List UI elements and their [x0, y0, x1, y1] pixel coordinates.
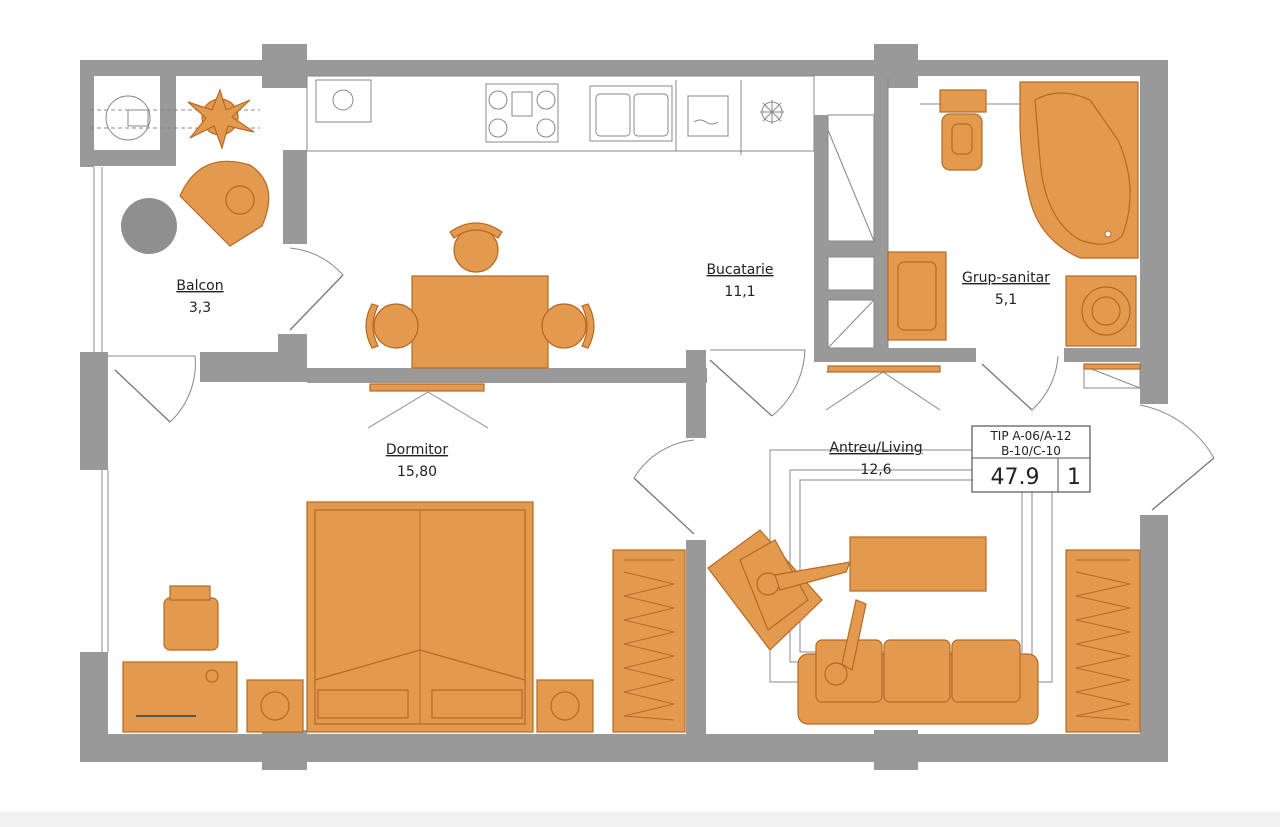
- doors: [108, 349, 1215, 535]
- bathtub-icon: [1019, 81, 1139, 259]
- room-area-dormitor: 15,80: [397, 464, 437, 480]
- room-name-dormitor: Dormitor: [386, 442, 448, 458]
- sofa-icon: [797, 639, 1039, 725]
- coffee-table-icon: [849, 536, 987, 592]
- round-table-icon: [121, 198, 177, 254]
- room-area-antreu-living: 12,6: [860, 462, 891, 478]
- rooms-count: 1: [1067, 465, 1081, 490]
- type-line-2: B-10/C-10: [1001, 444, 1061, 458]
- toilet-icon: [941, 113, 983, 171]
- apartment-type-box: TIP A-06/A-12 B-10/C-10 47.9 1: [971, 425, 1091, 493]
- washbasin-icon: [887, 251, 947, 341]
- type-line-1: TIP A-06/A-12: [989, 429, 1071, 443]
- room-labels: Balcon 3,3 Bucatarie 11,1 Grup-sanitar 5…: [176, 262, 1050, 480]
- cistern-icon: [939, 89, 987, 113]
- sink-icon: [589, 85, 673, 142]
- desk-chair-icon: [163, 585, 219, 651]
- room-name-bucatarie: Bucatarie: [706, 262, 773, 278]
- bed-icon: [306, 501, 534, 733]
- bathroom-furniture: [887, 78, 1141, 389]
- hood-icon: [760, 100, 784, 124]
- total-area: 47.9: [991, 465, 1040, 490]
- dishwasher-icon: [687, 95, 729, 137]
- room-area-grup-sanitar: 5,1: [995, 292, 1017, 308]
- wardrobe-icon: [612, 549, 686, 733]
- wardrobe-icon: [1065, 549, 1141, 733]
- desk-icon: [122, 661, 238, 733]
- armchair-icon: [179, 160, 270, 247]
- room-name-antreu-living: Antreu/Living: [829, 440, 922, 456]
- bedroom-furniture: [101, 470, 686, 733]
- balcony-furniture: [90, 88, 344, 352]
- room-name-balcon: Balcon: [176, 278, 223, 294]
- stove-icon: [485, 83, 559, 143]
- nightstand-icon: [536, 679, 594, 733]
- dining-table-icon: [365, 222, 595, 369]
- kitchen-furniture: [306, 75, 875, 392]
- bottom-strip: [0, 812, 1280, 827]
- room-name-grup-sanitar: Grup-sanitar: [962, 270, 1050, 286]
- nightstand-icon: [246, 679, 304, 733]
- room-area-bucatarie: 11,1: [724, 284, 755, 300]
- washing-machine-icon: [1065, 275, 1137, 347]
- room-area-balcon: 3,3: [189, 300, 211, 316]
- person-icon: [756, 561, 851, 596]
- walls: [80, 44, 1168, 770]
- person-icon: [824, 599, 867, 686]
- living-furniture: [707, 449, 1141, 733]
- plant-icon: [187, 88, 255, 150]
